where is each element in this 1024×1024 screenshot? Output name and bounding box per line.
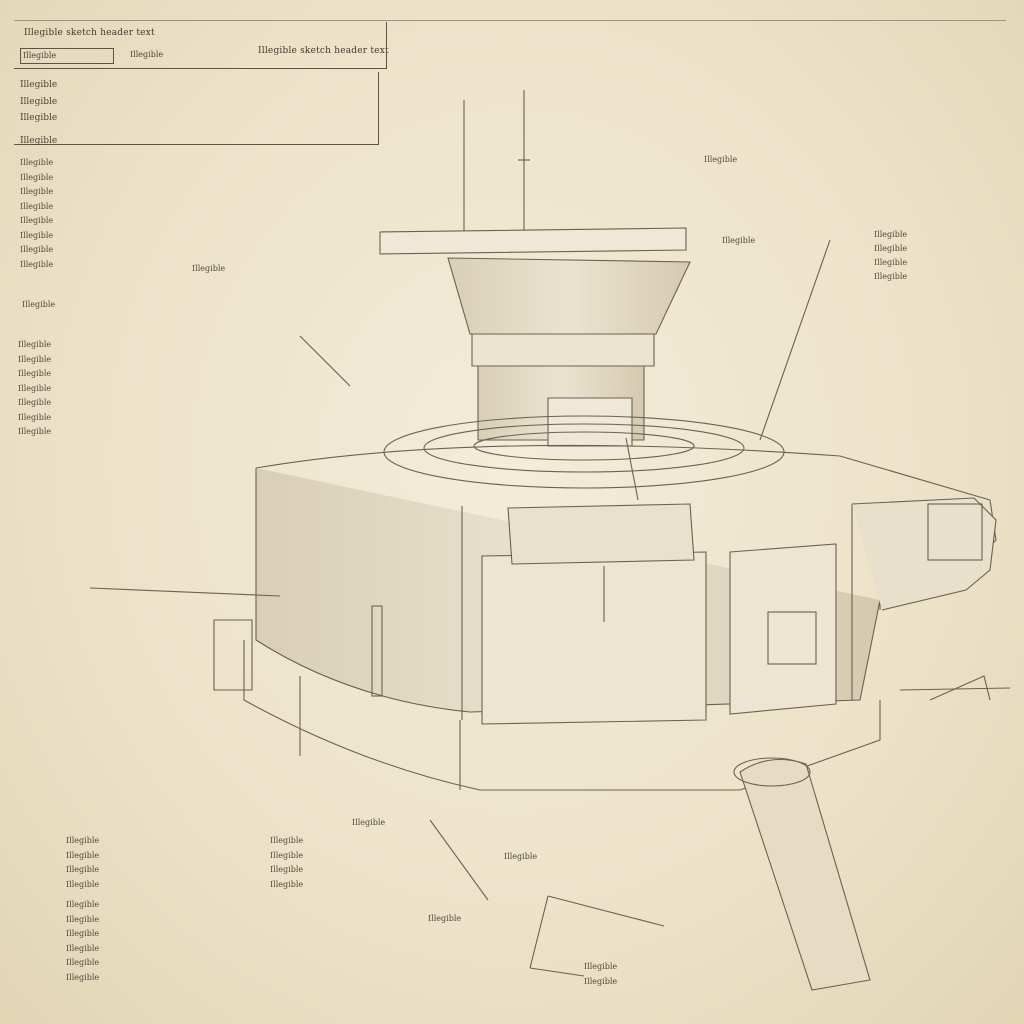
base-plinth xyxy=(243,640,881,791)
outlet-pipe xyxy=(739,759,871,991)
bottom-mid-label: Illegible xyxy=(504,852,538,861)
side-slot xyxy=(371,605,383,697)
header-text-line: Illegible sketch header text xyxy=(24,28,155,38)
bottom-notes-block-c: Illegible Illegible Illegible Illegible … xyxy=(66,900,100,982)
bottom-side-label: Illegible xyxy=(428,914,462,923)
spec-box xyxy=(14,72,379,145)
header-subtext-line: Illegible sketch header text xyxy=(258,46,389,56)
collar-ring xyxy=(471,333,655,367)
upper-flange-plate xyxy=(379,227,687,255)
title-box xyxy=(14,22,387,69)
right-bullet-2: Illegible xyxy=(874,244,908,253)
right-bullet-3: Illegible xyxy=(874,258,908,267)
spec-rule-text: Illegible xyxy=(20,136,58,146)
left-notes-mid-label: Illegible xyxy=(22,300,56,309)
hopper-funnel xyxy=(447,257,691,335)
side-unit-panel xyxy=(927,503,983,561)
right-top-label: Illegible xyxy=(704,155,738,164)
left-notes-paragraph-1: Illegible Illegible Illegible Illegible … xyxy=(20,158,54,269)
left-block xyxy=(213,619,253,691)
top-border-line xyxy=(14,20,1006,21)
left-notes-tail: Illegible xyxy=(192,264,226,273)
front-cover-panel xyxy=(481,551,707,725)
spec-line-1: Illegible xyxy=(20,80,58,90)
handle-bar xyxy=(507,503,695,565)
bottom-mark-label: Illegible xyxy=(352,818,386,827)
right-bullet-1: Illegible xyxy=(874,230,908,239)
bottom-notes-block-b: Illegible Illegible Illegible Illegible xyxy=(270,836,304,889)
side-door xyxy=(729,543,837,715)
right-side-unit xyxy=(851,497,997,611)
right-callout-label: Illegible xyxy=(722,236,756,245)
bottom-corner-note: Illegible Illegible xyxy=(584,962,618,986)
spec-line-2: Illegible xyxy=(20,97,58,107)
title-tab-right: Illegible xyxy=(130,50,164,59)
pipe-flange xyxy=(733,757,811,787)
right-bullet-4: Illegible xyxy=(874,272,908,281)
bottom-notes-block-a: Illegible Illegible Illegible Illegible xyxy=(66,836,100,889)
door-window xyxy=(767,611,817,665)
housing-top-edge xyxy=(255,444,997,610)
top-disc-inner xyxy=(423,423,745,473)
spec-line-3: Illegible xyxy=(20,113,58,123)
left-notes-paragraph-2: Illegible Illegible Illegible Illegible … xyxy=(18,340,52,436)
title-tab-left: Illegible xyxy=(20,48,114,64)
